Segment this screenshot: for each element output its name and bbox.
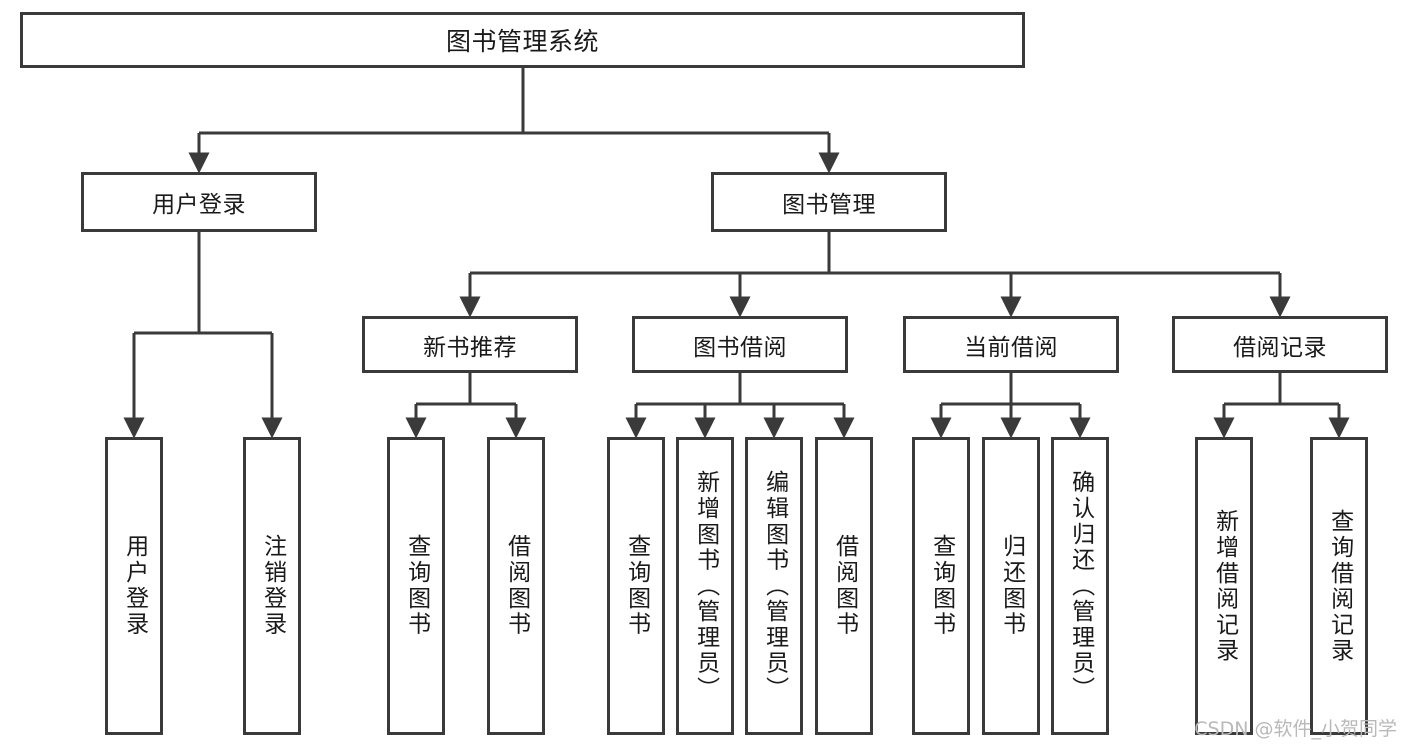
leaf-book-borrow-add[interactable]: 新增图书（管理员） (676, 437, 734, 735)
leaf-book-borrow-edit-label: 编辑图书（管理员） (761, 470, 788, 702)
node-book-borrow-label: 图书借阅 (693, 334, 787, 361)
leaf-user-login-login-label: 用户登录 (121, 534, 148, 638)
leaf-book-borrow-query-label: 查询图书 (623, 534, 650, 638)
leaf-borrow-record-query-label: 查询借阅记录 (1326, 508, 1353, 664)
leaf-user-login-logout[interactable]: 注销登录 (243, 437, 301, 735)
node-new-book-recommend-label: 新书推荐 (423, 334, 517, 361)
leaf-current-borrow-confirm[interactable]: 确认归还（管理员） (1051, 437, 1109, 735)
leaf-new-book-query-label: 查询图书 (403, 534, 430, 638)
node-root-system[interactable]: 图书管理系统 (20, 12, 1025, 68)
leaf-book-borrow-edit[interactable]: 编辑图书（管理员） (745, 437, 803, 735)
leaf-current-borrow-confirm-label: 确认归还（管理员） (1067, 470, 1094, 702)
leaf-user-login-login[interactable]: 用户登录 (105, 437, 163, 735)
leaf-current-borrow-return-label: 归还图书 (998, 534, 1025, 638)
node-user-login-label: 用户登录 (152, 192, 246, 218)
leaf-user-login-logout-label: 注销登录 (259, 534, 286, 638)
leaf-borrow-record-query[interactable]: 查询借阅记录 (1310, 437, 1368, 735)
leaf-current-borrow-query-label: 查询图书 (928, 534, 955, 638)
leaf-new-book-borrow[interactable]: 借阅图书 (487, 437, 545, 735)
leaf-book-borrow-add-label: 新增图书（管理员） (692, 470, 719, 702)
leaf-book-borrow-borrow[interactable]: 借阅图书 (815, 437, 873, 735)
node-current-borrow-label: 当前借阅 (964, 334, 1058, 361)
leaf-new-book-query[interactable]: 查询图书 (387, 437, 445, 735)
node-book-borrow[interactable]: 图书借阅 (632, 316, 848, 373)
leaf-book-borrow-borrow-label: 借阅图书 (831, 534, 858, 638)
leaf-current-borrow-return[interactable]: 归还图书 (982, 437, 1040, 735)
node-root-system-label: 图书管理系统 (445, 27, 599, 56)
leaf-borrow-record-add-label: 新增借阅记录 (1211, 508, 1238, 664)
leaf-current-borrow-query[interactable]: 查询图书 (912, 437, 970, 735)
node-borrow-record[interactable]: 借阅记录 (1172, 316, 1388, 373)
leaf-book-borrow-query[interactable]: 查询图书 (607, 437, 665, 735)
leaf-borrow-record-add[interactable]: 新增借阅记录 (1195, 437, 1253, 735)
leaf-new-book-borrow-label: 借阅图书 (503, 534, 530, 638)
node-user-login[interactable]: 用户登录 (81, 172, 317, 232)
node-book-management-label: 图书管理 (782, 192, 876, 218)
node-book-management[interactable]: 图书管理 (711, 172, 947, 232)
node-borrow-record-label: 借阅记录 (1233, 334, 1327, 361)
csdn-watermark: CSDN @软件_小贺同学 (1194, 718, 1397, 740)
node-new-book-recommend[interactable]: 新书推荐 (362, 316, 578, 373)
node-current-borrow[interactable]: 当前借阅 (903, 316, 1119, 373)
